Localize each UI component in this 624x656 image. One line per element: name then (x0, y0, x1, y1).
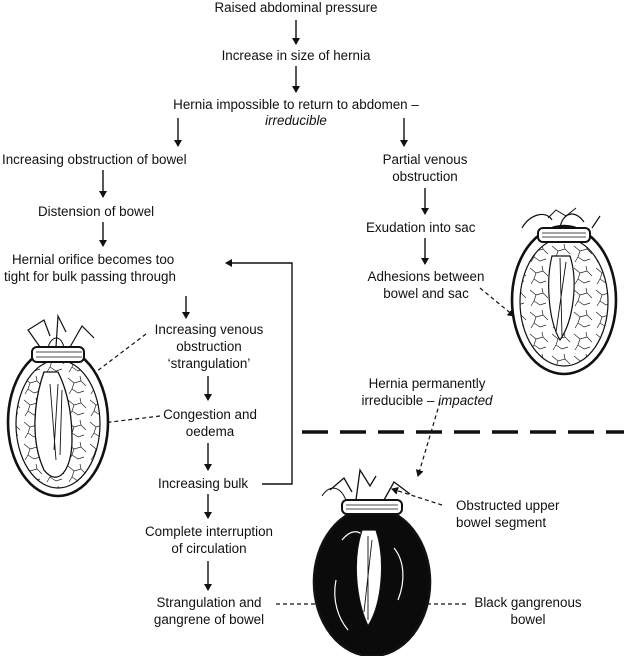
feedback-arrow-bulk-to-orifice (225, 259, 293, 485)
label-black-line2: bowel (510, 612, 546, 627)
leader-impacted-to-sac (415, 401, 441, 477)
node-orifice-line1: Hernial orifice becomes too (12, 252, 175, 267)
node-increasing-bulk: Increasing bulk (158, 476, 249, 491)
node-exudation: Exudation into sac (366, 220, 476, 235)
label-obstructed-line1: Obstructed upper (456, 498, 560, 513)
label-black-line1: Black gangrenous (474, 595, 582, 610)
node-increase-size: Increase in size of hernia (221, 48, 371, 63)
label-obstructed-line2: bowel segment (456, 515, 547, 530)
leader-obstructed-to-neck (391, 487, 443, 506)
node-adhesions-line1: Adhesions between (367, 269, 485, 284)
node-venous-line3: ‘strangulation’ (167, 356, 251, 371)
node-irreducible-line1: Hernia impossible to return to abdomen – (173, 97, 419, 112)
leader-adhesions-to-sac (479, 287, 515, 317)
node-impacted-text: irreducible – (361, 393, 439, 408)
adhesions-hernia-illustration (510, 207, 618, 376)
node-distension: Distension of bowel (38, 204, 155, 219)
node-increasing-obstruction: Increasing obstruction of bowel (2, 152, 187, 167)
node-impacted-line1: Hernia permanently (368, 376, 486, 391)
node-orifice-line2: tight for bulk passing through (4, 269, 176, 284)
node-complete-line1: Complete interruption (144, 524, 274, 539)
node-partial-venous-line1: Partial venous (382, 152, 468, 167)
node-impacted-line2: irreducible – impacted (350, 393, 504, 410)
node-adhesions-line2: bowel and sac (383, 286, 469, 301)
gangrenous-hernia-illustration (312, 468, 432, 656)
node-congestion-line1: Congestion and (163, 407, 257, 422)
node-strangulation-line2: gangrene of bowel (153, 612, 265, 627)
node-congestion-line2: oedema (185, 424, 235, 439)
node-complete-line2: of circulation (171, 541, 247, 556)
node-impacted-italic: impacted (438, 393, 493, 408)
node-venous-line1: Increasing venous (154, 322, 264, 337)
strangulated-hernia-illustration (6, 313, 110, 498)
node-strangulation-line1: Strangulation and (156, 595, 262, 610)
node-venous-line2: obstruction (176, 339, 242, 354)
node-irreducible-line2: irreducible (265, 113, 327, 128)
node-raised-pressure: Raised abdominal pressure (214, 0, 378, 15)
node-partial-venous-line2: obstruction (392, 169, 458, 184)
flow-arrows (99, 20, 429, 591)
